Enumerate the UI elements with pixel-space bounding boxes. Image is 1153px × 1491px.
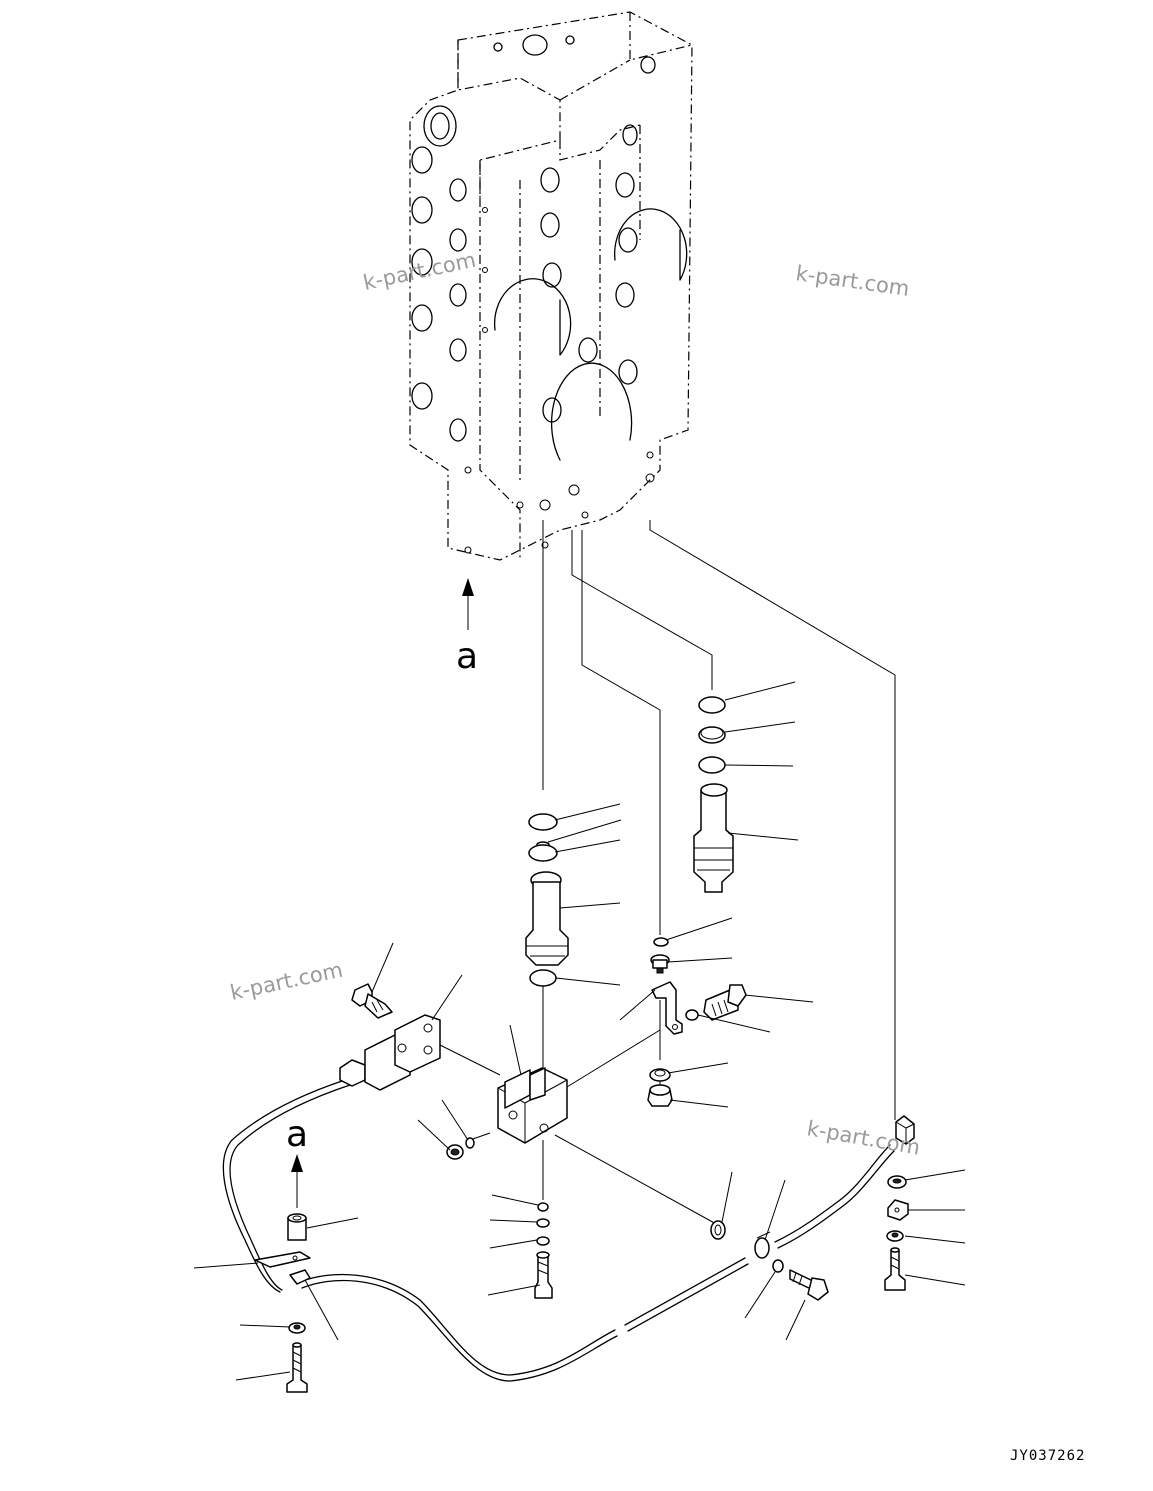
o-ring-upper-1 (698, 696, 726, 714)
nut-mid (647, 1084, 673, 1107)
o-ring-mid-3 (529, 969, 557, 987)
o-ring-tiny (465, 1137, 475, 1149)
watermark-2: k-part.com (794, 261, 911, 301)
watermark-3: k-part.com (228, 958, 345, 1005)
wire-harness (222, 1079, 895, 1382)
washer-right (685, 1009, 699, 1021)
washer-right-low (886, 1230, 904, 1242)
bolt-clamp (789, 1269, 829, 1301)
o-ring-low-2 (536, 1218, 550, 1228)
view-arrow-top (462, 578, 474, 630)
relief-plug (534, 1251, 553, 1299)
pressure-switch-middle (525, 871, 569, 966)
view-arrow-bottom (291, 1154, 303, 1208)
callout-leaders (193, 681, 966, 1381)
o-ring-mid-1 (528, 813, 558, 831)
o-ring-low-1 (537, 1202, 549, 1212)
clip-right (887, 1199, 909, 1221)
o-ring-low-3 (536, 1236, 550, 1246)
washer-mid (649, 1068, 671, 1082)
o-ring-mid-2 (528, 844, 558, 862)
plug-nut (446, 1144, 464, 1160)
spacer-collar (287, 1213, 307, 1241)
washer-clamp (772, 1259, 784, 1273)
elbow-fitting (703, 984, 747, 1021)
bolt-upper-left (351, 983, 393, 1019)
o-ring-upper-2 (698, 756, 726, 774)
control-valve-body (409, 11, 693, 561)
connector-right (895, 1115, 915, 1145)
bolt-left (286, 1342, 308, 1393)
bracket-right (651, 981, 683, 1035)
bolt-right (884, 1247, 906, 1291)
backup-ring-upper (698, 726, 726, 744)
view-label-bottom: a (286, 1114, 308, 1155)
nut-right (887, 1175, 907, 1189)
washer-left (288, 1322, 306, 1334)
o-ring-small (653, 937, 669, 947)
pressure-switch-right (693, 783, 734, 893)
sensor-connector-left (339, 1014, 441, 1091)
clamp-ring (710, 1220, 726, 1240)
assembly-lines (439, 520, 896, 1226)
cable-clamp (754, 1231, 771, 1259)
junction-block (497, 1067, 568, 1144)
clip-bracket-left (254, 1251, 311, 1285)
drawing-code: JY037262 (1010, 1448, 1085, 1464)
view-label-top: a (456, 636, 478, 677)
watermark-1: k-part.com (361, 248, 478, 295)
union-fitting (650, 954, 670, 974)
